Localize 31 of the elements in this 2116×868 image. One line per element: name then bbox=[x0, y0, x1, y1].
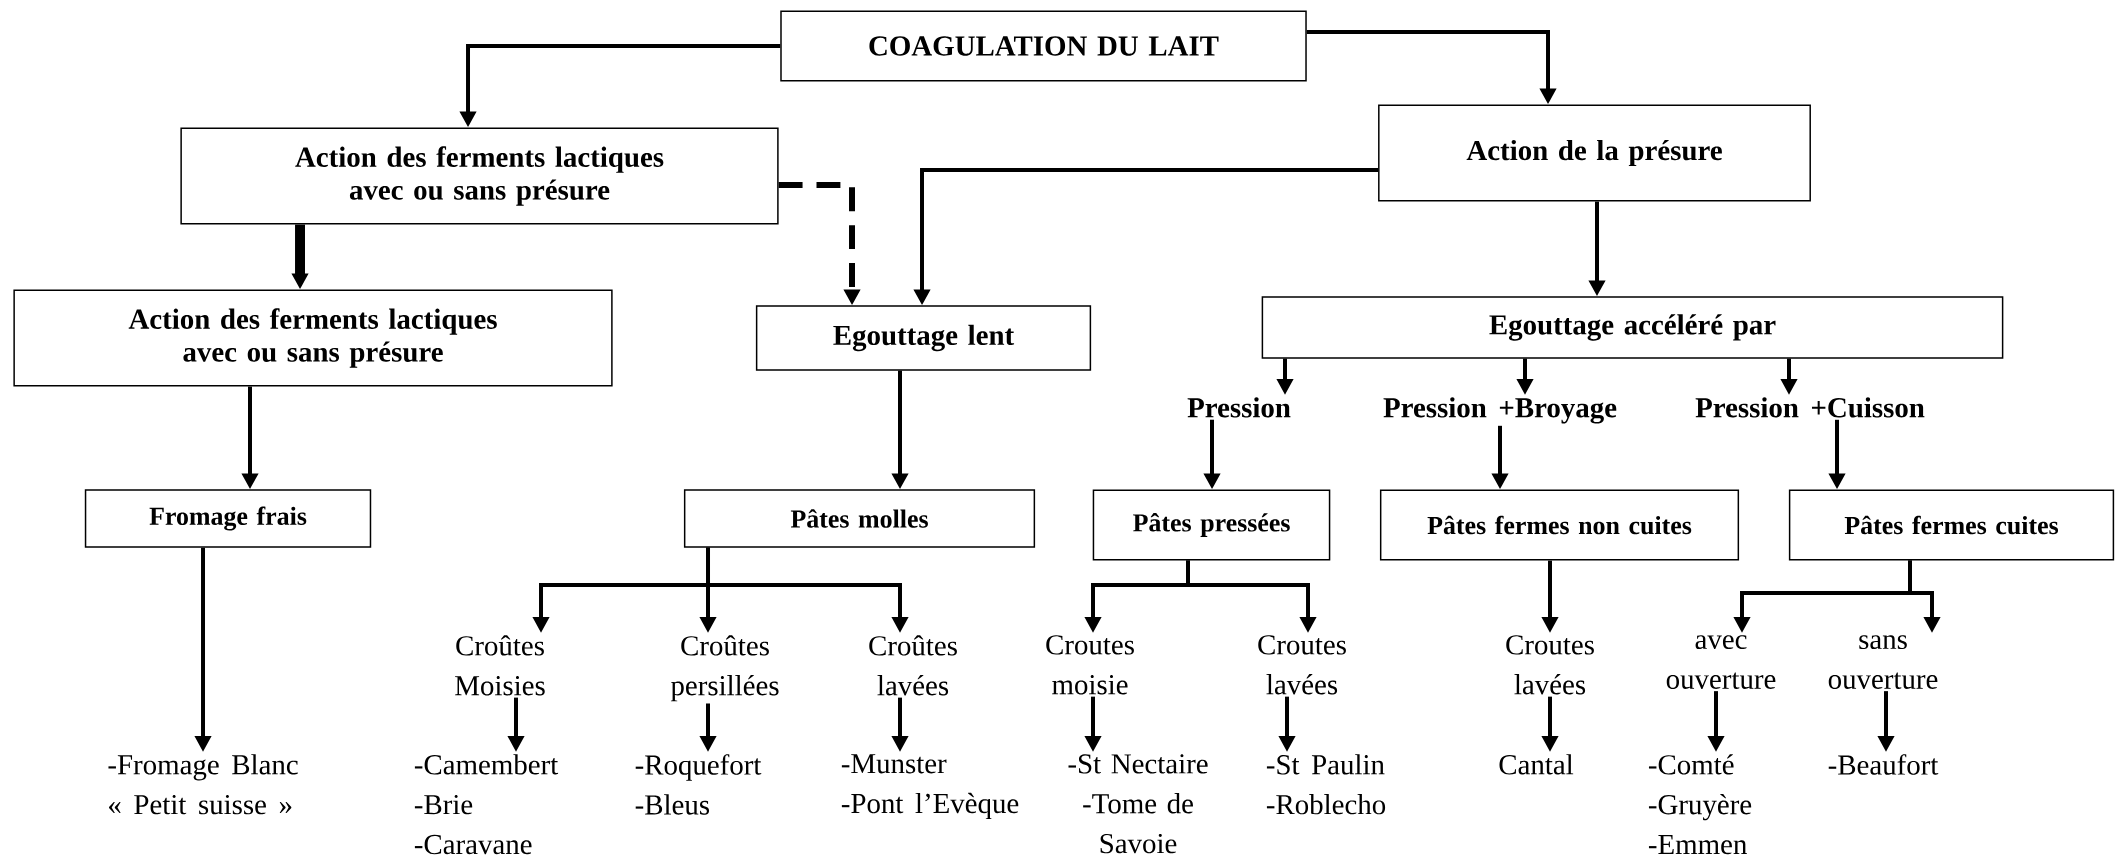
cheese-list: -Roquefort -Bleus bbox=[635, 754, 762, 815]
process-box: Egouttage accéléré par bbox=[1261, 296, 2004, 359]
cheese-list: -Fromage Blanc « Petit suisse » bbox=[108, 754, 298, 815]
process-box: COAGULATION DU LAIT bbox=[780, 10, 1307, 82]
cheese-list: Cantal bbox=[1499, 754, 1574, 775]
process-box: Action de la présure bbox=[1378, 104, 1811, 202]
category-label: Croûtes Moisies bbox=[455, 635, 545, 696]
cheese-list: -St Nectaire -Tome de Savoie bbox=[1068, 754, 1208, 854]
category-label: Croûtes persillées bbox=[670, 635, 779, 702]
process-box: Action des ferments lactiques avec ou sans présure bbox=[13, 289, 613, 387]
method-label: Pression +Broyage bbox=[1383, 397, 1617, 424]
cheese-list: -Camembert -Brie -Caravane bbox=[414, 754, 559, 855]
method-label: Pression +Cuisson bbox=[1695, 397, 1925, 418]
category-label: Croûtes lavées bbox=[869, 635, 957, 696]
process-box: Action des ferments lactiques avec ou sans présure bbox=[180, 127, 779, 225]
category-label: Croutes lavées bbox=[1258, 635, 1346, 695]
category-label: Croutes lavées bbox=[1506, 635, 1594, 695]
process-box: Pâtes pressées bbox=[1092, 489, 1331, 561]
category-label: Croutes moisie bbox=[1046, 635, 1134, 695]
cheese-list: -St Paulin -Roblecho bbox=[1266, 754, 1386, 815]
process-box: Pâtes fermes cuites bbox=[1788, 489, 2115, 561]
process-box: Egouttage lent bbox=[755, 305, 1092, 371]
method-label: Pression bbox=[1187, 397, 1291, 418]
category-label: sans ouverture bbox=[1828, 635, 1938, 689]
cheese-list: -Comté -Gruyère -Emmen bbox=[1648, 754, 1752, 855]
process-box: Pâtes molles bbox=[683, 489, 1036, 548]
cheese-list: -Beaufort bbox=[1828, 754, 1939, 775]
category-label: avec ouverture bbox=[1666, 635, 1776, 689]
process-box: Fromage frais bbox=[84, 489, 372, 548]
process-box: Pâtes fermes non cuites bbox=[1379, 489, 1740, 561]
cheese-list: -Munster -Pont l’Evèque bbox=[841, 754, 1019, 820]
